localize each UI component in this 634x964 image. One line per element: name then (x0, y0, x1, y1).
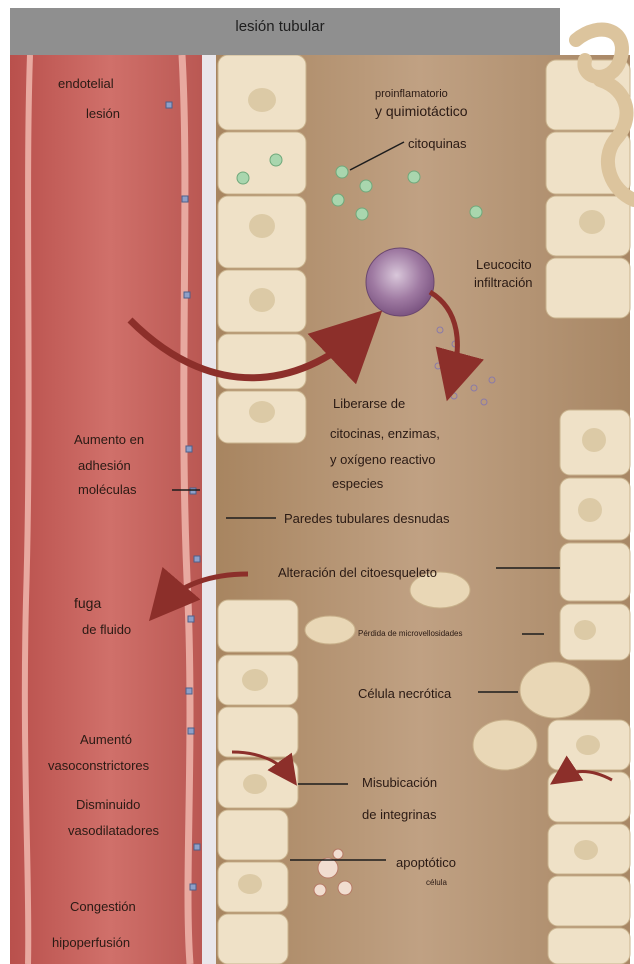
label-celula: célula (426, 878, 447, 888)
label-alteracion: Alteración del citoesqueleto (278, 565, 437, 580)
label-congestion: Congestión (70, 899, 136, 914)
label-paredes: Paredes tubulares desnudas (284, 511, 450, 526)
label-endotelial: endotelial (58, 76, 114, 91)
label-fuga-line1: fuga (74, 596, 101, 611)
label-necrotica: Célula necrótica (358, 686, 451, 701)
basement-membrane (202, 55, 216, 964)
label-liberarse-line3: y oxígeno reactivo (330, 452, 436, 467)
leukocyte (366, 248, 434, 316)
label-infiltracion: infiltración (474, 275, 533, 290)
label-leucocito: Leucocito (476, 257, 532, 272)
label-proinflamatorio: proinflamatorio (375, 87, 448, 102)
vessel-wall-left (25, 55, 30, 964)
label-aumento-vaso-line2: vasoconstrictores (48, 758, 149, 773)
label-aumento-vaso-line1: Aumentó (80, 732, 132, 747)
label-apoptotico: apoptótico (396, 855, 456, 870)
label-lesion: lesión (86, 106, 120, 121)
label-misubicacion-line2: de integrinas (362, 807, 436, 822)
label-hipoperfusion: hipoperfusión (52, 935, 130, 950)
label-aumento-line1: Aumento en (74, 432, 144, 447)
label-aumento-line3: moléculas (78, 482, 137, 497)
label-misubicacion-line1: Misubicación (362, 775, 437, 790)
label-quimiotactico: y quimiotáctico (375, 104, 468, 119)
label-citoquinas: citoquinas (408, 136, 467, 151)
label-disminuido-line2: vasodilatadores (68, 823, 159, 838)
label-disminuido-line1: Disminuido (76, 797, 140, 812)
page-title: lesión tubular (0, 18, 560, 35)
label-perdida: Pérdida de microvellosidades (358, 629, 463, 639)
label-liberarse-line1: Liberarse de (333, 396, 405, 411)
label-liberarse-line2: citocinas, enzimas, (330, 426, 440, 441)
label-liberarse-line4: especies (332, 476, 383, 491)
label-fuga-line2: de fluido (82, 622, 131, 637)
label-aumento-line2: adhesión (78, 458, 131, 473)
